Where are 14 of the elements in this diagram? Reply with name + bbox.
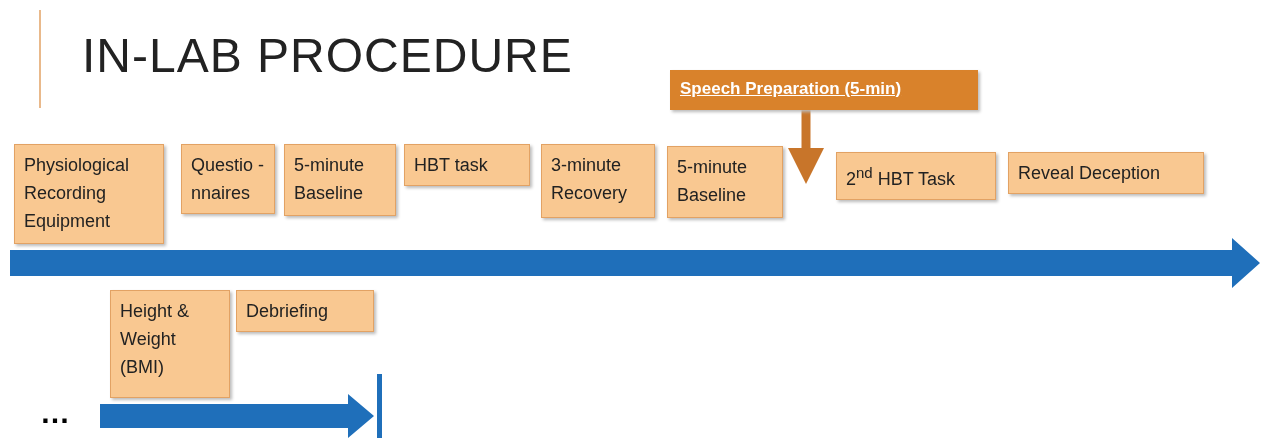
slide-title: IN-LAB PROCEDURE <box>82 28 573 83</box>
step-box: 5-minute Baseline <box>284 144 396 216</box>
step-box: 5-minute Baseline <box>667 146 783 218</box>
step-box: 3-minute Recovery <box>541 144 655 218</box>
step-box: Debriefing <box>236 290 374 332</box>
arrow <box>788 110 824 184</box>
step-box: Physiological Recording Equipment <box>14 144 164 244</box>
highlight-box: Speech Preparation (5-min) <box>670 70 978 110</box>
step-box: HBT task <box>404 144 530 186</box>
step-box: Height & Weight (BMI) <box>110 290 230 398</box>
step-box: Reveal Deception <box>1008 152 1204 194</box>
ellipsis-text: … <box>40 396 70 430</box>
step-box: 2$^{nd}$ HBT Task <box>836 152 996 200</box>
step-box: Questio -nnaires <box>181 144 275 214</box>
